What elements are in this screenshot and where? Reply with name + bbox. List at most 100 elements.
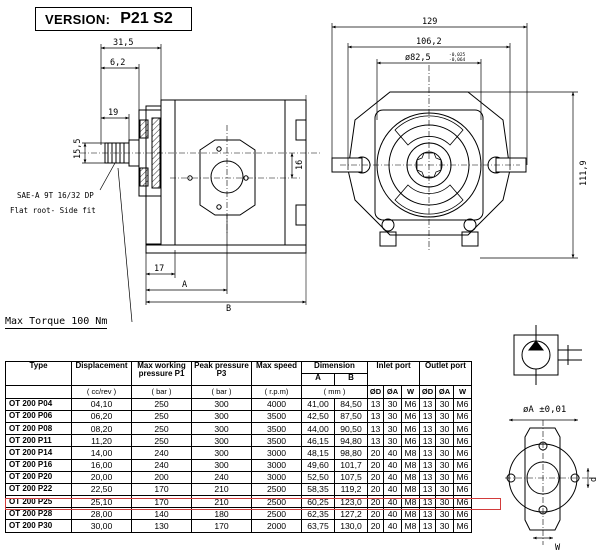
value-cell: 13 <box>419 458 436 472</box>
dim-82-5-tol-upper: -0,025 <box>449 52 466 58</box>
port-w-label: W <box>555 543 561 553</box>
header-max-speed: Max speed <box>251 360 302 387</box>
value-cell: 210 <box>191 495 252 509</box>
value-cell: M8 <box>401 482 420 497</box>
unit-type <box>5 385 72 399</box>
value-cell: M6 <box>453 495 472 509</box>
type-cell: OT 200 P22 <box>5 482 72 497</box>
value-cell: 13 <box>419 446 436 460</box>
dim-82-5: ø82,5 <box>405 53 431 63</box>
port-tolerance: øA ±0,01 <box>523 405 567 415</box>
value-cell: 240 <box>191 470 252 484</box>
value-cell: 06,20 <box>71 409 132 423</box>
spec-table: Type Displacement Max working pressure P… <box>5 360 472 533</box>
header-max-pressure: Max working pressure P1 <box>131 360 192 387</box>
header-dim-b: B <box>334 373 368 387</box>
value-cell: 40 <box>383 495 402 509</box>
side-dimensions <box>82 44 306 323</box>
value-cell: 30 <box>435 482 454 497</box>
dim-15-5: 15,5 <box>73 139 83 159</box>
value-cell: 101,7 <box>334 458 368 472</box>
value-cell: 250 <box>131 421 192 436</box>
value-cell: 3500 <box>251 434 302 448</box>
value-cell: 240 <box>131 458 192 472</box>
value-cell: 107,5 <box>334 470 368 484</box>
value-cell: M6 <box>453 409 472 423</box>
value-cell: 42,50 <box>301 409 335 423</box>
value-cell: 40 <box>383 470 402 484</box>
value-cell: 30 <box>435 470 454 484</box>
value-cell: 210 <box>191 482 252 497</box>
value-cell: 30 <box>435 446 454 460</box>
value-cell: 11,20 <box>71 434 132 448</box>
port-detail <box>505 418 590 545</box>
value-cell: 240 <box>131 446 192 460</box>
value-cell: 30 <box>435 458 454 472</box>
dim-111-9: 111,9 <box>579 160 589 186</box>
value-cell: 300 <box>191 458 252 472</box>
side-view <box>80 95 320 305</box>
type-cell: OT 200 P06 <box>5 409 72 423</box>
value-cell: 30 <box>383 421 402 436</box>
value-cell: 84,50 <box>334 397 368 411</box>
value-cell: 30,00 <box>71 519 132 533</box>
unit-max-speed: ( r.p.m) <box>251 385 302 399</box>
type-cell: OT 200 P20 <box>5 470 72 484</box>
value-cell: 30 <box>383 434 402 448</box>
pump-body <box>160 99 307 246</box>
value-cell: 40 <box>383 507 402 521</box>
header-outlet: Outlet port <box>419 360 472 387</box>
value-cell: 90,50 <box>334 421 368 436</box>
value-cell: 170 <box>191 519 252 533</box>
value-cell: M6 <box>453 519 472 533</box>
value-cell: 13 <box>419 470 436 484</box>
value-cell: 300 <box>191 434 252 448</box>
value-cell: 30 <box>383 409 402 423</box>
value-cell: 13 <box>419 495 436 509</box>
value-cell: 30 <box>383 397 402 411</box>
value-cell: 3000 <box>251 446 302 460</box>
spline-note-2: Flat root- Side fit <box>10 206 96 215</box>
value-cell: M6 <box>401 434 420 448</box>
version-value: P21 S2 <box>120 10 173 27</box>
value-cell: 30 <box>435 409 454 423</box>
value-cell: 2500 <box>251 495 302 509</box>
value-cell: M6 <box>453 507 472 521</box>
value-cell: 30 <box>435 495 454 509</box>
value-cell: 300 <box>191 409 252 423</box>
value-cell: 250 <box>131 397 192 411</box>
dim-82-5-tol-lower: -0,064 <box>449 57 466 63</box>
value-cell: 200 <box>131 470 192 484</box>
value-cell: 30 <box>435 421 454 436</box>
value-cell: M8 <box>401 458 420 472</box>
unit-inlet-od: ØD <box>367 385 384 399</box>
value-cell: 98,80 <box>334 446 368 460</box>
dim-17: 17 <box>154 264 164 274</box>
value-cell: 20 <box>367 507 384 521</box>
value-cell: 60,25 <box>301 495 335 509</box>
value-cell: M6 <box>401 409 420 423</box>
value-cell: 13 <box>367 434 384 448</box>
unit-outlet-oa: ØA <box>435 385 454 399</box>
value-cell: 40 <box>383 519 402 533</box>
value-cell: M8 <box>401 495 420 509</box>
type-cell: OT 200 P08 <box>5 421 72 436</box>
value-cell: M6 <box>453 434 472 448</box>
value-cell: 48,15 <box>301 446 335 460</box>
value-cell: 13 <box>419 409 436 423</box>
front-dimensions <box>331 23 578 259</box>
value-cell: 123,0 <box>334 495 368 509</box>
value-cell: 46,15 <box>301 434 335 448</box>
value-cell: 3000 <box>251 458 302 472</box>
value-cell: 4000 <box>251 397 302 411</box>
value-cell: M8 <box>401 507 420 521</box>
value-cell: 41,00 <box>301 397 335 411</box>
value-cell: 28,00 <box>71 507 132 521</box>
header-dimension: Dimension <box>301 360 368 375</box>
unit-inlet-oa: ØA <box>383 385 402 399</box>
value-cell: 20 <box>367 458 384 472</box>
value-cell: 300 <box>191 397 252 411</box>
value-cell: 40 <box>383 446 402 460</box>
